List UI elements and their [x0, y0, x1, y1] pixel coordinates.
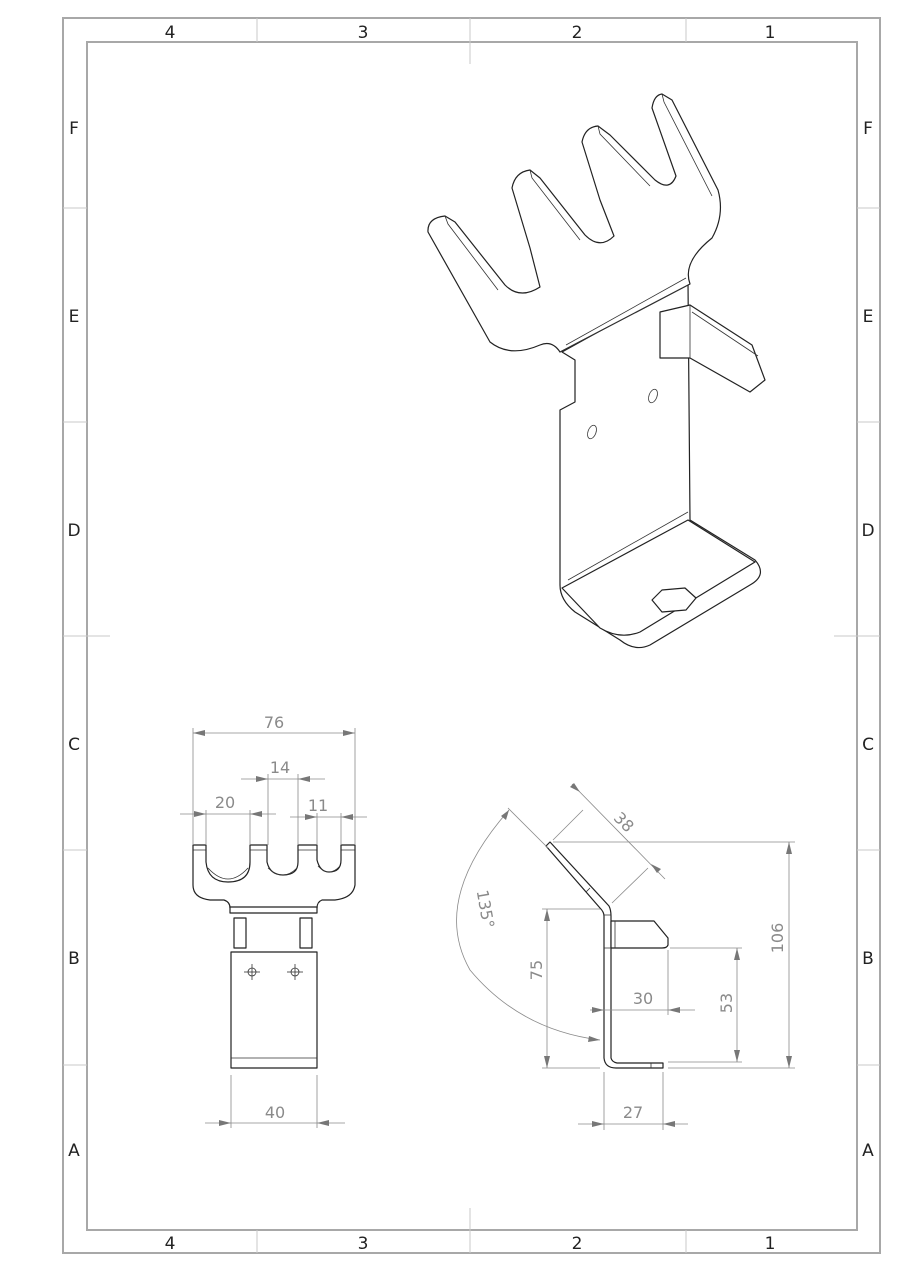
col-label: 2 [572, 1234, 583, 1254]
row-label: E [69, 307, 80, 327]
row-label: C [68, 735, 80, 755]
dim-tab-depth: 30 [590, 950, 695, 1015]
side-tab [610, 920, 669, 949]
side-profile [545, 841, 664, 1069]
row-label: D [67, 521, 80, 541]
dim-tab-height: 53 [668, 947, 742, 1063]
svg-text:53: 53 [717, 993, 736, 1013]
column-labels-bottom: 4 3 2 1 [165, 1234, 776, 1254]
row-labels-left: F E D C B A [67, 119, 80, 1161]
front-fork-outline [192, 844, 356, 909]
svg-text:20: 20 [215, 793, 235, 812]
dim-overall-height: 106 [553, 841, 795, 1069]
col-label: 4 [165, 1234, 176, 1254]
svg-text:135°: 135° [473, 888, 498, 929]
row-label: A [68, 1141, 80, 1161]
svg-text:14: 14 [270, 758, 290, 777]
row-label: F [69, 119, 79, 139]
col-label: 1 [765, 1234, 776, 1254]
dim-flap-length: 38 [552, 783, 666, 904]
dim-slot-left: 20 [180, 793, 276, 845]
row-label: B [862, 949, 874, 969]
iso-fork-plate [427, 93, 722, 353]
row-label: D [861, 521, 874, 541]
iso-bottom-face [561, 519, 756, 636]
dim-bottom-flange: 27 [578, 1072, 688, 1130]
dim-base-width: 40 [205, 1075, 345, 1128]
svg-text:38: 38 [610, 808, 638, 836]
front-post [299, 917, 313, 949]
row-labels-right: F E D C B A [861, 119, 874, 1161]
col-label: 4 [165, 23, 176, 43]
svg-text:76: 76 [264, 713, 284, 732]
iso-hole [648, 388, 658, 404]
dim-web-height: 75 [527, 908, 600, 1069]
svg-text:27: 27 [623, 1103, 643, 1122]
dim-flap-angle: 135° [456, 807, 601, 1042]
svg-text:75: 75 [527, 960, 546, 980]
front-post [233, 917, 247, 949]
front-base-plate [230, 951, 318, 1069]
front-view: 76 14 20 11 40 [180, 713, 367, 1128]
svg-text:106: 106 [768, 923, 787, 954]
row-label: B [68, 949, 80, 969]
front-hole-mark [287, 964, 303, 980]
col-label: 2 [572, 23, 583, 43]
svg-text:30: 30 [633, 989, 653, 1008]
row-label: E [863, 307, 874, 327]
front-neck-band [229, 906, 318, 914]
column-labels-top: 4 3 2 1 [165, 23, 776, 43]
inner-border [86, 41, 858, 1231]
isometric-view [427, 93, 766, 649]
iso-hole [587, 424, 597, 440]
dim-slot-right: 11 [290, 796, 367, 845]
dim-overall-width: 76 [192, 713, 356, 845]
iso-side-tab [659, 304, 766, 393]
front-hole-mark [244, 964, 260, 980]
side-view: 38 106 53 75 30 27 1 [456, 783, 795, 1130]
col-label: 1 [765, 23, 776, 43]
iso-hex-nut [651, 587, 697, 613]
row-label: A [862, 1141, 874, 1161]
col-label: 3 [358, 23, 369, 43]
row-label: F [863, 119, 873, 139]
col-label: 3 [358, 1234, 369, 1254]
svg-text:11: 11 [308, 796, 328, 815]
dim-slot-middle: 14 [241, 758, 325, 845]
svg-text:40: 40 [265, 1103, 285, 1122]
zone-dividers [63, 18, 880, 1253]
row-label: C [862, 735, 874, 755]
